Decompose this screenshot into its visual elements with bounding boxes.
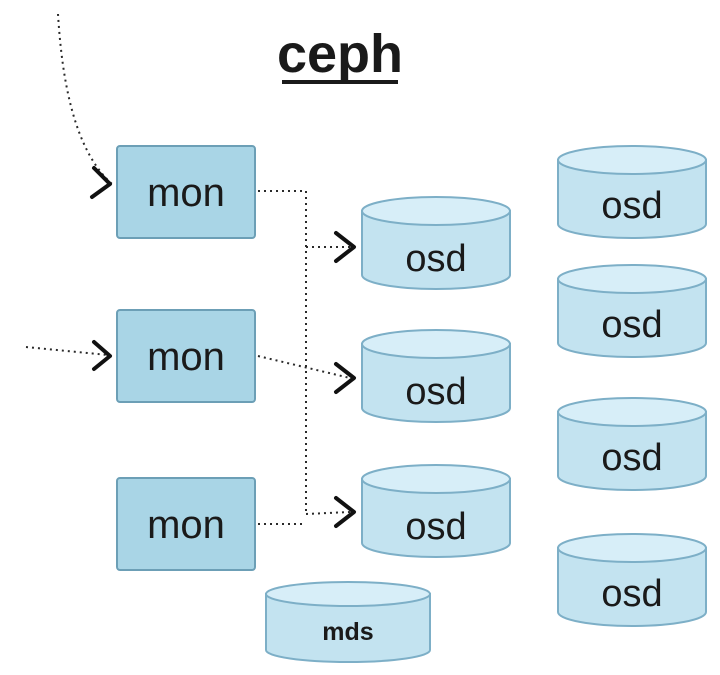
incoming-arrow-top xyxy=(57,13,113,199)
monitor-osd-connectors xyxy=(257,190,356,528)
monitor-1-label: mon xyxy=(147,171,225,215)
title-text: ceph xyxy=(277,24,403,84)
osd-right-3-label: osd xyxy=(601,437,662,479)
monitor-1-box xyxy=(116,145,256,239)
osd-right-3: osd xyxy=(557,397,707,491)
osd-middle-1: osd xyxy=(361,196,511,290)
mds-label: mds xyxy=(322,618,373,646)
osd-middle-3-label: osd xyxy=(405,506,466,548)
monitor-2: mon xyxy=(116,309,256,403)
osd-right-4: osd xyxy=(557,533,707,627)
incoming-arrow-middle xyxy=(25,340,112,371)
diagram-title: ceph xyxy=(277,24,403,84)
osd-middle-2-label: osd xyxy=(405,371,466,413)
monitor-2-box xyxy=(116,309,256,403)
monitor-3-label: mon xyxy=(147,503,225,547)
osd-right-1-label: osd xyxy=(601,185,662,227)
osd-right-4-label: osd xyxy=(601,573,662,615)
osd-middle-3: osd xyxy=(361,464,511,558)
osd-middle-2: osd xyxy=(361,329,511,423)
osd-right-2-label: osd xyxy=(601,304,662,346)
osd-right-1: osd xyxy=(557,145,707,239)
monitor-1: mon xyxy=(116,145,256,239)
monitor-3-box xyxy=(116,477,256,571)
mds-node: mds xyxy=(265,581,431,663)
monitor-3: mon xyxy=(116,477,256,571)
osd-middle-1-label: osd xyxy=(405,238,466,280)
monitor-2-label: mon xyxy=(147,335,225,379)
osd-right-2: osd xyxy=(557,264,707,358)
